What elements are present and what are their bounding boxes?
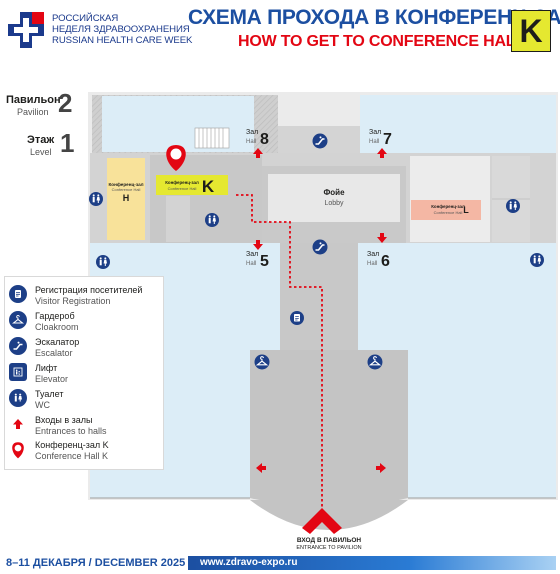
elevator-icon (9, 363, 27, 381)
wc-icon (96, 255, 110, 269)
hall-6-en: Hall (367, 261, 377, 267)
legend-ru: Конференц-зал K (35, 440, 109, 450)
hall-8-en: Hall (246, 139, 256, 145)
legend-ru: Туалет (35, 389, 64, 399)
legend-ru: Регистрация посетителей (35, 285, 143, 295)
hall-6-ru: Зал (367, 251, 379, 258)
wc-icon (89, 192, 103, 206)
logo-line-1: Российская (52, 13, 119, 24)
escalator-icon (311, 238, 329, 256)
wc-icon (530, 253, 544, 267)
cloakroom-icon (9, 311, 27, 329)
hall-5-en: Hall (246, 261, 256, 267)
floor-number: 1 (60, 128, 75, 158)
footer-bar (188, 556, 556, 570)
escalator-icon (311, 132, 329, 150)
registration-icon (289, 310, 305, 326)
hall-7-en: Hall (369, 139, 379, 145)
legend-en: Visitor Registration (35, 295, 111, 306)
page-title-en: HOW TO GET TO CONFERENCE HALL (238, 33, 525, 50)
entrance-chevron-icon (302, 508, 342, 534)
wc-icon (506, 199, 520, 213)
pavilion-sub: Pavilion (17, 107, 49, 117)
floor-sub: Level (30, 147, 52, 157)
entrance-arrow-icon (9, 415, 27, 433)
hall-6-num: 6 (381, 253, 390, 270)
route-path (236, 194, 323, 516)
escalator-icon (9, 337, 27, 355)
conf-k-en: Conference Hall (168, 186, 197, 191)
entrance-arrow-hall-5 (253, 240, 263, 250)
conf-h-ru: Конференц-зал (108, 181, 143, 187)
registration-icon (9, 285, 27, 303)
event-dates: 8–11 ДЕКАБРЯ / DECEMBER 2025 (6, 557, 186, 569)
conf-l-ru: Конференц-зал (431, 204, 465, 209)
entrance-arrow-hall-7 (377, 148, 387, 158)
website-link[interactable]: www.zdravo-expo.ru (200, 557, 298, 568)
lobby-ru: Фойе (323, 188, 345, 197)
legend-ru: Входы в залы (35, 415, 93, 425)
conf-l-en: Conference Hall (434, 210, 463, 215)
logo-cross-icon (8, 12, 44, 48)
cloakroom-icon (366, 353, 384, 371)
location-pin-icon (166, 145, 186, 171)
conference-hall-k (156, 175, 228, 195)
conf-h-letter: H (123, 193, 130, 203)
entrance-hall (250, 350, 408, 507)
floor-label: Этаж (27, 134, 55, 146)
pavilion-label: Павильон (6, 94, 61, 106)
legend-en: Escalator (35, 347, 73, 358)
lobby-en: Lobby (324, 200, 344, 207)
wc-icon (205, 213, 219, 227)
hall-7-area (360, 95, 556, 153)
location-pin-icon (9, 440, 27, 460)
page-title-ru: СХЕМА ПРОХОДА В КОНФЕРЕНЦ-ЗАЛ (188, 6, 560, 29)
conf-k-letter: K (202, 177, 215, 196)
hall-7-num: 7 (383, 131, 392, 148)
legend-en: Elevator (35, 373, 69, 384)
pavilion-number: 2 (58, 88, 73, 118)
hall-8-num: 8 (260, 131, 269, 148)
conference-hall-h (107, 158, 145, 240)
logo-text: Российская неделя здравоохранения Russia… (52, 13, 192, 46)
legend-en: WC (35, 399, 50, 410)
legend-ru: Лифт (35, 363, 58, 373)
cloakroom-icon (253, 353, 271, 371)
hall-letter-badge: K (511, 10, 551, 52)
logo-line-2: неделя здравоохранения (52, 24, 190, 35)
entrance-ru: ВХОД В ПАВИЛЬОН (297, 537, 361, 544)
legend-ru: Гардероб (35, 311, 75, 321)
legend-ru: Эскалатор (35, 337, 80, 347)
entrance-arrow-right (376, 463, 386, 473)
entrance-arrow-hall-6 (377, 233, 387, 243)
entrance-arrow-left (256, 463, 266, 473)
hall-5-num: 5 (260, 253, 269, 270)
legend-en: Entrances to halls (35, 425, 107, 436)
logo-line-3: Russian Health Care Week (52, 35, 193, 46)
hall-7-ru: Зал (369, 129, 381, 136)
conf-k-ru: Конференц-зал (165, 180, 199, 185)
legend-en: Conference Hall K (35, 450, 109, 461)
wc-icon (9, 389, 27, 407)
conference-hall-l (411, 200, 481, 220)
conf-h-en: Conference Hall (112, 187, 141, 192)
entrance-en: ENTRANCE TO PAVILION (296, 545, 361, 551)
legend-en: Cloakroom (35, 321, 79, 332)
lobby-box (268, 174, 400, 222)
hall-5-ru: Зал (246, 251, 258, 258)
entrance-arrow-hall-8 (253, 148, 263, 158)
hall-8-area (102, 96, 254, 152)
hall-8-ru: Зал (246, 129, 258, 136)
conf-l-letter: L (463, 205, 469, 215)
